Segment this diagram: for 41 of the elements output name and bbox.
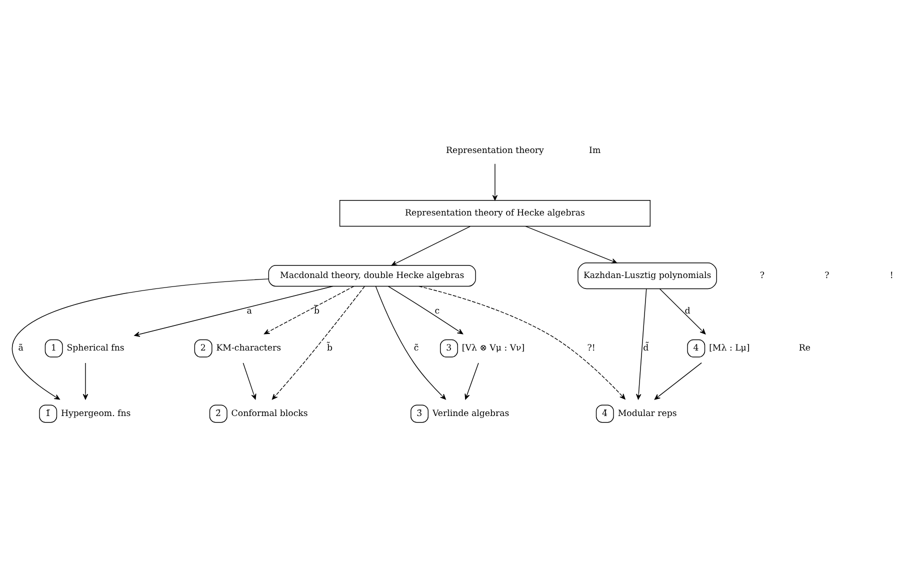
arrow xyxy=(659,288,706,334)
node-box: Macdonald theory, double Hecke algebras xyxy=(268,265,476,287)
arrow xyxy=(525,226,618,264)
arrow xyxy=(654,362,702,400)
edge-label: ã xyxy=(18,344,24,354)
node-label: Spherical fns xyxy=(66,344,124,354)
node-label: Hypergeom. fns xyxy=(61,408,131,419)
node-label: [Mλ : Lμ] xyxy=(709,344,750,354)
arrow xyxy=(272,286,365,400)
label: Re xyxy=(798,344,810,354)
node-label: Modular reps xyxy=(618,408,677,419)
label: ! xyxy=(890,271,894,282)
edge-label: d xyxy=(684,306,690,317)
label: ? xyxy=(760,271,765,282)
arrow xyxy=(492,164,498,201)
node-label: [Vλ ⊗ Vμ : Vν] xyxy=(462,344,525,354)
node-text: Representation theory xyxy=(446,146,544,156)
edge-label: d̃ xyxy=(643,344,649,354)
node-label: KM-characters xyxy=(216,344,282,354)
node-label: Verlinde algebras xyxy=(432,408,510,419)
arrow xyxy=(242,362,256,400)
arrow xyxy=(375,286,446,400)
edge-label: a xyxy=(246,306,252,317)
arrow xyxy=(391,226,470,266)
edge-label: ?! xyxy=(587,344,596,354)
node-label: Conformal blocks xyxy=(231,408,308,419)
edge-label: b̃ xyxy=(326,344,332,354)
arrow xyxy=(388,286,464,334)
arrow xyxy=(82,362,88,400)
arrow xyxy=(12,278,269,400)
edge-label: c̃ xyxy=(414,344,419,354)
label: ? xyxy=(824,271,830,282)
node-box: Representation theory of Hecke algebras xyxy=(339,200,651,227)
arrow xyxy=(264,286,354,334)
arrow xyxy=(636,288,647,400)
edge-label: b̃ xyxy=(314,306,320,317)
arrow xyxy=(134,286,334,337)
node-box: Kazhdan-Lusztig polynomials xyxy=(578,262,717,290)
arrow xyxy=(464,362,479,400)
label: Im xyxy=(589,146,601,156)
edge-label: c xyxy=(434,306,440,317)
